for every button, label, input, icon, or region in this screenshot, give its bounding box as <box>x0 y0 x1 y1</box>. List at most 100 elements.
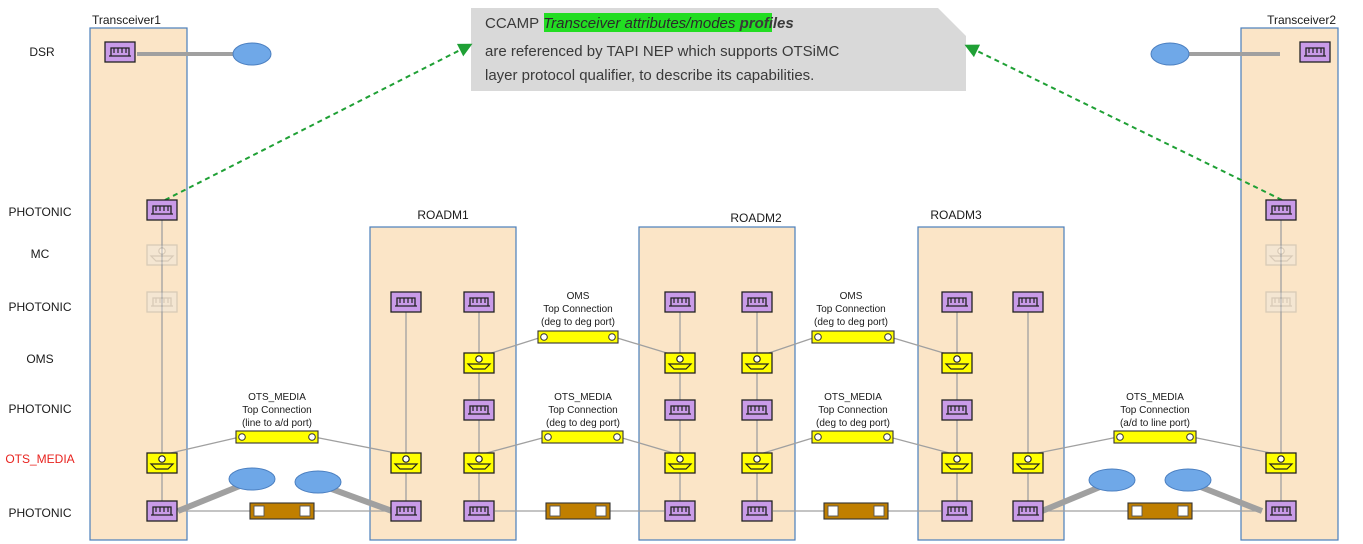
oms-connection-label: OMS Top Connection (deg to deg port) <box>814 291 888 328</box>
photonic-link-bar <box>823 502 889 520</box>
photonic-nep-icon <box>941 291 973 313</box>
client-ellipse <box>1150 42 1190 66</box>
oms-connection-label: OMS Top Connection (deg to deg port) <box>541 291 615 328</box>
roadm2-title: ROADM2 <box>730 211 782 225</box>
svg-text:(deg to deg port): (deg to deg port) <box>541 317 615 328</box>
photonic-nep-icon <box>1299 41 1331 63</box>
svg-text:(deg to deg port): (deg to deg port) <box>546 418 620 429</box>
photonic-nep-icon <box>463 291 495 313</box>
arrow-transceiver2-to-callout <box>964 44 1283 201</box>
callout-line-1: CCAMP Transceiver attributes/modes profi… <box>485 15 794 32</box>
svg-text:Top Connection: Top Connection <box>548 405 618 416</box>
arrow-transceiver1-to-callout <box>164 43 473 201</box>
client-ellipse <box>294 470 342 494</box>
photonic-nep-icon <box>664 500 696 522</box>
top-connection-bar <box>1113 430 1197 444</box>
media-nep-icon <box>941 452 973 474</box>
photonic-nep-icon <box>1012 291 1044 313</box>
transceiver2-title: Transceiver2 <box>1267 13 1336 27</box>
client-ellipse <box>1164 468 1212 492</box>
top-connection-bar <box>235 430 319 444</box>
ots-media-connection-label: OTS_MEDIA Top Connection (a/d to line po… <box>1120 392 1190 429</box>
svg-text:Top Connection: Top Connection <box>1120 405 1190 416</box>
svg-text:OTS_MEDIA: OTS_MEDIA <box>1126 392 1184 403</box>
photonic-nep-icon <box>1265 500 1297 522</box>
svg-text:OMS: OMS <box>840 291 863 302</box>
svg-text:OMS: OMS <box>567 291 590 302</box>
svg-text:(a/d to line port): (a/d to line port) <box>1120 418 1190 429</box>
photonic-nep-icon <box>941 399 973 421</box>
ots-media-connection-label: OTS_MEDIA Top Connection (deg to deg por… <box>546 392 620 429</box>
roadm1-box <box>369 226 517 541</box>
transceiver1-title: Transceiver1 <box>92 13 161 27</box>
client-ellipse <box>1088 468 1136 492</box>
callout-line-2: are referenced by TAPI NEP which support… <box>485 43 839 60</box>
layer-label-photonic: PHOTONIC <box>8 402 71 416</box>
top-connection-bar <box>811 430 894 444</box>
top-connection-bar <box>811 330 895 344</box>
photonic-nep-faded-icon <box>146 291 178 313</box>
photonic-nep-icon <box>104 41 136 63</box>
ots-media-link <box>618 436 681 456</box>
roadm1-title: ROADM1 <box>417 208 469 222</box>
svg-text:Top Connection: Top Connection <box>818 405 888 416</box>
media-nep-icon <box>741 352 773 374</box>
mc-nep-faded-icon <box>146 244 178 266</box>
roadm3-title: ROADM3 <box>930 208 982 222</box>
media-nep-icon <box>664 452 696 474</box>
layer-label-ots-media: OTS_MEDIA <box>5 452 74 466</box>
svg-text:Top Connection: Top Connection <box>816 304 886 315</box>
media-nep-icon <box>463 352 495 374</box>
svg-text:(deg to deg port): (deg to deg port) <box>814 317 888 328</box>
ots-media-link <box>161 436 241 456</box>
mc-nep-faded-icon <box>1265 244 1297 266</box>
client-ellipse <box>232 42 272 66</box>
callout-highlight-text: Transceiver attributes/modes <box>543 15 736 32</box>
photonic-nep-icon <box>146 500 178 522</box>
media-nep-icon <box>390 452 422 474</box>
callout-highlight <box>544 13 772 32</box>
roadm3-box <box>917 226 1065 541</box>
media-nep-icon <box>664 352 696 374</box>
layer-label-photonic: PHOTONIC <box>8 300 71 314</box>
ots-media-link <box>1191 436 1282 456</box>
photonic-link-bar <box>545 502 611 520</box>
svg-text:OTS_MEDIA: OTS_MEDIA <box>824 392 882 403</box>
svg-text:(line to a/d port): (line to a/d port) <box>242 418 312 429</box>
photonic-link-bar <box>1127 502 1193 520</box>
photonic-nep-icon <box>741 399 773 421</box>
svg-text:Top Connection: Top Connection <box>242 405 312 416</box>
layer-label-dsr: DSR <box>29 45 55 59</box>
callout-prefix: CCAMP <box>485 15 543 32</box>
media-nep-icon <box>146 452 178 474</box>
media-nep-icon <box>463 452 495 474</box>
callout-bold-text: profiles <box>739 15 794 32</box>
ots-media-link <box>478 436 547 456</box>
ots-media-link <box>888 436 958 456</box>
roadm2-box <box>638 226 796 541</box>
media-nep-icon <box>1012 452 1044 474</box>
layer-label-oms: OMS <box>26 352 53 366</box>
ots-media-link <box>756 436 817 456</box>
svg-text:OTS_MEDIA: OTS_MEDIA <box>248 392 306 403</box>
svg-text:Top Connection: Top Connection <box>543 304 613 315</box>
photonic-nep-icon <box>1012 500 1044 522</box>
svg-text:(deg to deg port): (deg to deg port) <box>816 418 890 429</box>
diagram-shapes <box>104 41 1331 522</box>
top-connection-bar <box>537 330 619 344</box>
photonic-nep-icon <box>390 500 422 522</box>
media-nep-icon <box>1265 452 1297 474</box>
photonic-nep-icon <box>941 500 973 522</box>
photonic-nep-icon <box>664 291 696 313</box>
photonic-nep-icon <box>741 291 773 313</box>
photonic-nep-icon <box>463 500 495 522</box>
photonic-nep-icon <box>463 399 495 421</box>
photonic-nep-icon <box>146 199 178 221</box>
media-nep-icon <box>941 352 973 374</box>
client-ellipse <box>228 467 276 491</box>
ots-media-link <box>313 436 407 456</box>
ots-media-connection-label: OTS_MEDIA Top Connection (deg to deg por… <box>816 392 890 429</box>
photonic-nep-faded-icon <box>1265 291 1297 313</box>
top-connection-bar <box>541 430 624 444</box>
